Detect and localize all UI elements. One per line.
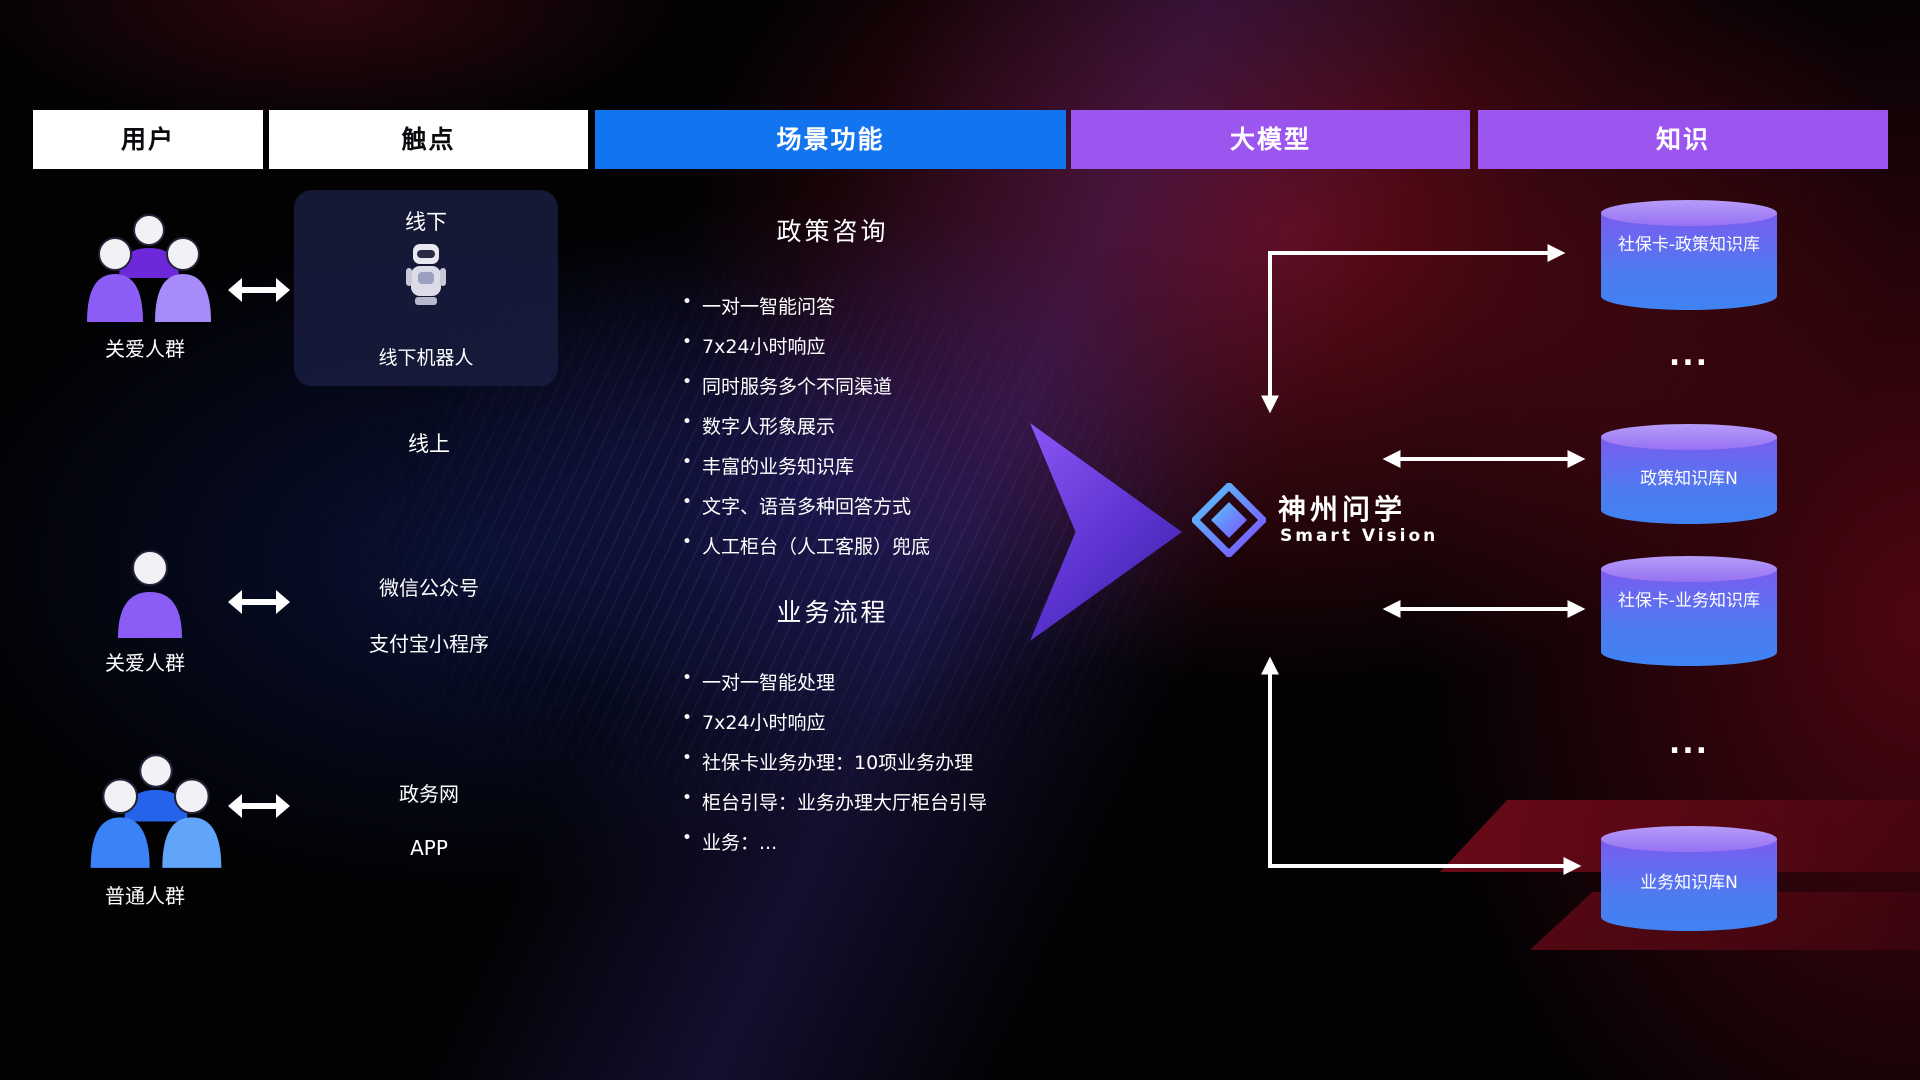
scenario-item: 柜台引导：业务办理大厅柜台引导 [680, 788, 987, 815]
scenario-item: 数字人形象展示 [680, 412, 930, 439]
header-col-users: 用户 [33, 110, 263, 169]
user-label-care-group-2: 关爱人群 [105, 651, 185, 675]
scenario-item: 业务：... [680, 828, 987, 855]
bidirectional-arrow-icon [228, 278, 290, 302]
wechat-account-label: 微信公众号 [379, 576, 479, 600]
kb-cylinder-policy-ssc: 社保卡-政策知识库 [1601, 200, 1777, 310]
scenario-item: 一对一智能处理 [680, 668, 987, 695]
bidirectional-arrow-icon [228, 590, 290, 614]
scenario-item: 文字、语音多种回答方式 [680, 492, 930, 519]
kb-label: 政策知识库N [1640, 469, 1738, 489]
header-col-model: 大模型 [1071, 110, 1470, 169]
cylinder-body [1601, 569, 1777, 666]
scenario-item: 7x24小时响应 [680, 332, 930, 359]
kb-label: 业务知识库N [1640, 873, 1738, 893]
brand-subtitle: Smart Vision [1280, 526, 1439, 546]
cylinder-top [1601, 200, 1777, 226]
user-label-care-group-1: 关爱人群 [105, 337, 185, 361]
scenario-item: 丰富的业务知识库 [680, 452, 930, 479]
brand-name: 神州问学 [1278, 493, 1407, 526]
kb-label: 社保卡-政策知识库 [1617, 235, 1761, 255]
scenario-policy-list: 一对一智能问答 7x24小时响应 同时服务多个不同渠道 数字人形象展示 丰富的业… [680, 292, 930, 572]
scenario-business-title: 业务流程 [776, 598, 889, 627]
gov-website-label: 政务网 [399, 782, 459, 806]
user-label-general-group: 普通人群 [105, 884, 185, 908]
brand-diamond-icon [1192, 483, 1266, 557]
offline-touchpoint-card: 线下 线下机器人 [294, 190, 558, 386]
cylinder-body [1601, 839, 1777, 931]
header-col-touchpoints: 触点 [269, 110, 588, 169]
cylinder-top [1601, 826, 1777, 852]
kb-cylinder-business-n: 业务知识库N [1601, 826, 1777, 931]
group-people-blue-icon [90, 754, 222, 868]
scenario-item: 同时服务多个不同渠道 [680, 372, 930, 399]
kb-ellipsis-2: ... [1668, 726, 1710, 761]
scenario-item: 社保卡业务办理：10项业务办理 [680, 748, 987, 775]
kb-cylinder-business-ssc: 社保卡-业务知识库 [1601, 556, 1777, 666]
robot-icon [403, 242, 449, 312]
group-people-purple-icon [87, 214, 211, 322]
scenario-item: 一对一智能问答 [680, 292, 930, 319]
offline-robot-label: 线下机器人 [378, 347, 474, 369]
cylinder-top [1601, 556, 1777, 582]
cylinder-body [1601, 213, 1777, 310]
offline-title: 线下 [405, 210, 447, 234]
scenario-item: 7x24小时响应 [680, 708, 987, 735]
kb-ellipsis-1: ... [1668, 338, 1710, 373]
alipay-miniapp-label: 支付宝小程序 [369, 632, 489, 656]
cylinder-top [1601, 424, 1777, 450]
scenario-item: 人工柜台（人工客服）兜底 [680, 532, 930, 559]
bidirectional-arrow-icon [228, 794, 290, 818]
person-purple-icon [118, 550, 182, 638]
app-label: APP [410, 836, 448, 860]
scenario-policy-title: 政策咨询 [776, 217, 889, 246]
kb-cylinder-policy-n: 政策知识库N [1601, 424, 1777, 524]
cylinder-body [1601, 437, 1777, 524]
scenario-business-list: 一对一智能处理 7x24小时响应 社保卡业务办理：10项业务办理 柜台引导：业务… [680, 668, 987, 868]
header-col-scenarios: 场景功能 [595, 110, 1066, 169]
online-title: 线上 [408, 432, 450, 456]
kb-label: 社保卡-业务知识库 [1617, 591, 1761, 611]
header-col-knowledge: 知识 [1478, 110, 1888, 169]
